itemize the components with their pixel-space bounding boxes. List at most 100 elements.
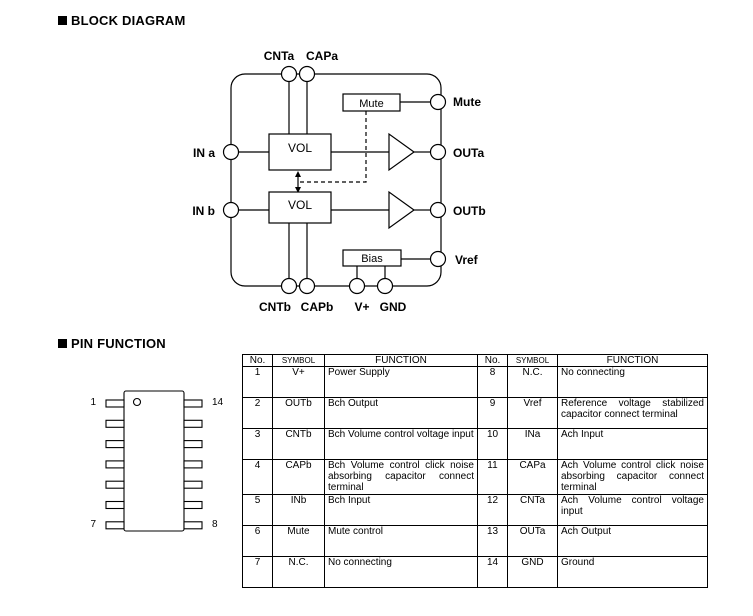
pin-function-cell: Ground (557, 556, 708, 588)
pin-vref-label: Vref (455, 253, 479, 267)
pin-cntb-label: CNTb (259, 300, 291, 314)
square-bullet-icon (58, 339, 67, 348)
block-diagram-title: BLOCK DIAGRAM (71, 13, 186, 28)
package-lead-left (105, 440, 125, 449)
pin-function-cell: Reference voltage stabilized capacitor c… (557, 397, 708, 429)
pin-vref-circle (429, 250, 447, 268)
bias-block-label: Bias (361, 253, 383, 265)
pin-gnd-label: GND (380, 300, 407, 314)
pin-no-cell: 1 (242, 366, 273, 398)
pin-no-cell: 5 (242, 494, 273, 526)
pkg-pin14-label: 14 (212, 397, 224, 408)
package-lead-right (183, 521, 203, 530)
pin-symbol-cell: OUTb (272, 397, 325, 429)
pin-mute-circle (429, 93, 447, 111)
vol-a-label: VOL (288, 141, 312, 155)
pin-no-cell: 9 (477, 397, 508, 429)
package-lead-left (105, 521, 125, 530)
arrow-up-icon (295, 171, 301, 177)
col-no-header: No. (242, 354, 273, 367)
pin-no-cell: 2 (242, 397, 273, 429)
package-lead-left (105, 399, 125, 408)
pin-outa-label: OUTa (453, 146, 484, 160)
package-lead-left (105, 480, 125, 489)
table-row: 3 CNTb Bch Volume control voltage input … (242, 428, 708, 460)
pin-no-cell: 6 (242, 525, 273, 557)
pin-function-cell: No connecting (324, 556, 478, 588)
package-lead-right (183, 480, 203, 489)
package-lead-left (105, 500, 125, 510)
pin-function-cell: Ach Output (557, 525, 708, 557)
pin-ina-label: IN a (193, 146, 215, 160)
pin-symbol-cell: INb (272, 494, 325, 526)
pkg-pin1-label: 1 (90, 397, 96, 408)
package-lead-right (183, 460, 203, 469)
vol-b-block (268, 191, 332, 224)
pin-capb-label: CAPb (301, 300, 334, 314)
pin-function-heading: PIN FUNCTION (58, 336, 166, 351)
pin-no-cell: 7 (242, 556, 273, 588)
bias-block (342, 249, 402, 267)
pin-no-cell: 4 (242, 459, 273, 495)
pin-function-cell: Mute control (324, 525, 478, 557)
amp-a-triangle (388, 132, 416, 172)
pin-gnd-circle (376, 277, 394, 295)
package-lead-left (105, 460, 125, 469)
package-body (123, 390, 185, 532)
pin-symbol-cell: V+ (272, 366, 325, 398)
pin-symbol-cell: CAPa (507, 459, 558, 495)
pin-symbol-cell: Mute (272, 525, 325, 557)
mute-block-label: Mute (359, 98, 383, 110)
pin-symbol-cell: N.C. (507, 366, 558, 398)
table-row: 7 N.C. No connecting 14 GND Ground (242, 556, 708, 588)
pin-ina-circle (222, 143, 240, 161)
pin-mute-label: Mute (453, 95, 481, 109)
pin-outb-label: OUTb (453, 204, 486, 218)
pin-symbol-cell: GND (507, 556, 558, 588)
pin-function-cell: Bch Input (324, 494, 478, 526)
pin-symbol-cell: CAPb (272, 459, 325, 495)
pin-symbol-cell: Vref (507, 397, 558, 429)
table-header-row: No. SYMBOL FUNCTION No. SYMBOL FUNCTION (242, 354, 708, 367)
pin-no-cell: 3 (242, 428, 273, 460)
pin-no-cell: 10 (477, 428, 508, 460)
pin-capa-circle (298, 65, 316, 83)
block-diagram: VOL VOL Mute Bias CNTa CAPa Mute IN a OU… (192, 49, 486, 314)
package-lead-right (183, 500, 203, 510)
vol-a-block (268, 133, 332, 171)
pin-function-cell: Ach Volume control click noise absorbing… (557, 459, 708, 495)
pin-symbol-cell: INa (507, 428, 558, 460)
amp-b-triangle (388, 190, 416, 230)
pin-cnta-label: CNTa (264, 49, 295, 63)
pin-function-table: No. SYMBOL FUNCTION No. SYMBOL FUNCTION … (242, 354, 708, 588)
pin-function-cell: No connecting (557, 366, 708, 398)
vol-b-label: VOL (288, 198, 312, 212)
pin-function-title: PIN FUNCTION (71, 336, 166, 351)
pin-no-cell: 14 (477, 556, 508, 588)
pin-symbol-cell: OUTa (507, 525, 558, 557)
table-row: 6 Mute Mute control 13 OUTa Ach Output (242, 525, 708, 557)
package-outline: 1 14 7 8 (90, 390, 224, 532)
package-lead-right (183, 419, 203, 428)
col-function-header: FUNCTION (557, 354, 708, 367)
col-function-header: FUNCTION (324, 354, 478, 367)
table-row: 2 OUTb Bch Output 9 Vref Reference volta… (242, 397, 708, 429)
pin-function-cell: Bch Output (324, 397, 478, 429)
package-lead-left (105, 419, 125, 428)
pin-vplus-circle (348, 277, 366, 295)
package-lead-right (183, 399, 203, 408)
table-row: 5 INb Bch Input 12 CNTa Ach Volume contr… (242, 494, 708, 526)
pin-cnta-circle (280, 65, 298, 83)
col-symbol-header: SYMBOL (272, 354, 325, 367)
pin-no-cell: 13 (477, 525, 508, 557)
pin-inb-label: IN b (192, 204, 215, 218)
chip-outline (230, 73, 442, 287)
pin-capa-label: CAPa (306, 49, 338, 63)
pkg-pin8-label: 8 (212, 519, 218, 530)
pin-outa-circle (429, 143, 447, 161)
pin1-marker-icon (132, 397, 142, 407)
table-row: 4 CAPb Bch Volume control click noise ab… (242, 459, 708, 495)
table-row: 1 V+ Power Supply 8 N.C. No connecting (242, 366, 708, 398)
pin-function-cell: Bch Volume control voltage input (324, 428, 478, 460)
pin-function-cell: Power Supply (324, 366, 478, 398)
